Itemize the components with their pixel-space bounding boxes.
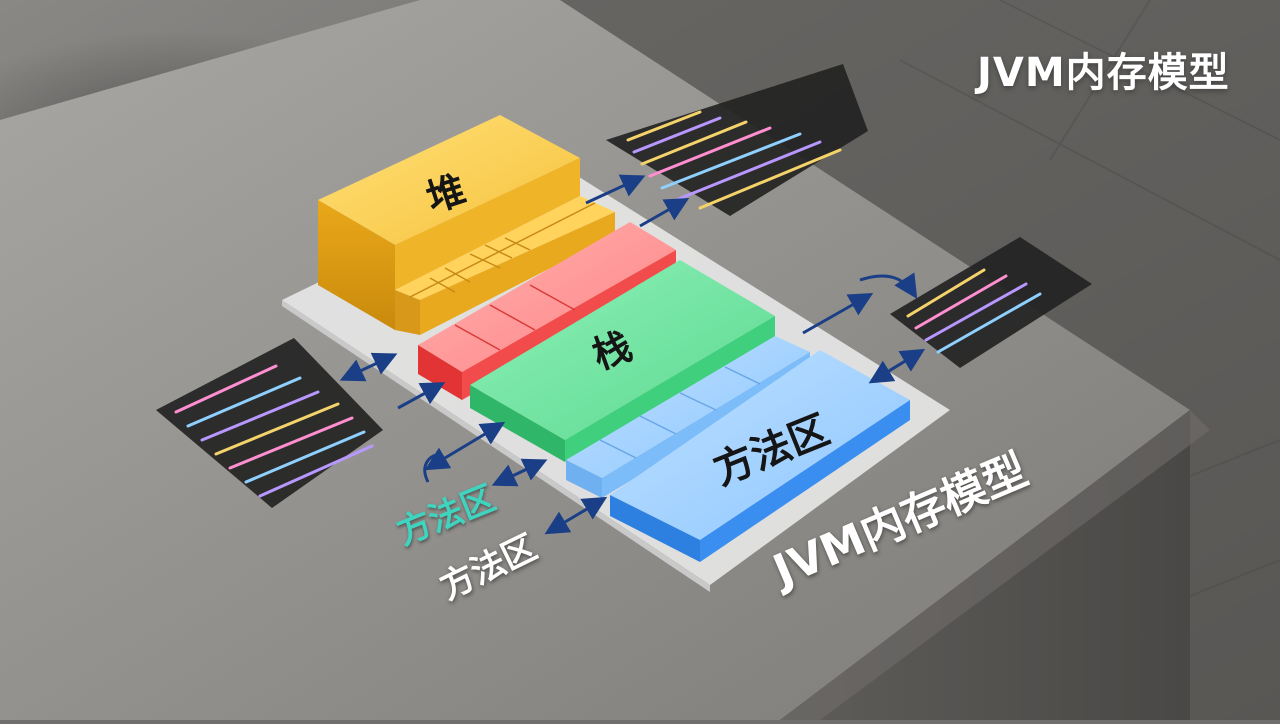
code-panel-left bbox=[156, 338, 383, 508]
page-title: JVM内存模型 bbox=[977, 50, 1230, 96]
code-panel-right bbox=[890, 237, 1092, 368]
code-panel-top bbox=[606, 64, 868, 216]
